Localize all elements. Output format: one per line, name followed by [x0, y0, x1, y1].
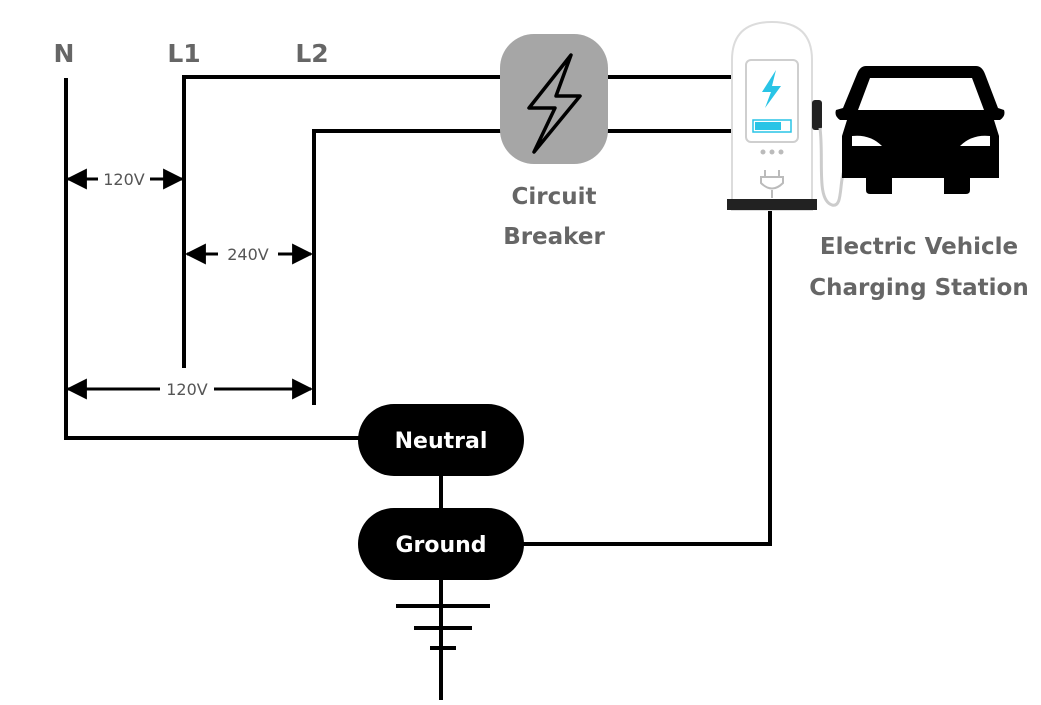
ground-bar: Ground [358, 508, 524, 580]
ground-label: Ground [395, 533, 486, 558]
label-l1: L1 [167, 39, 200, 68]
breaker-label-line1: Circuit [512, 184, 597, 210]
voltage-l1-l2-label: 240V [227, 245, 269, 264]
wire-charger-ground [520, 210, 772, 546]
car-icon [835, 66, 1005, 194]
voltage-l1-l2: 240V [184, 243, 314, 265]
charger-label-line1: Electric Vehicle [820, 234, 1018, 260]
voltage-n-l1-label: 120V [103, 170, 145, 189]
wire-l1 [182, 75, 510, 368]
wire-neutral [64, 78, 362, 440]
neutral-label: Neutral [395, 429, 488, 454]
voltage-n-l1: 120V [65, 168, 185, 190]
lightning-bolt-icon [527, 53, 582, 154]
voltage-n-l2: 120V [65, 378, 314, 400]
label-n: N [54, 39, 75, 68]
earth-ground-icon [396, 604, 490, 650]
wire-l2 [312, 129, 510, 405]
breaker-label-line2: Breaker [503, 224, 605, 250]
circuit-breaker [500, 34, 608, 164]
ev-charger-icon [727, 20, 848, 211]
voltage-n-l2-label: 120V [166, 380, 208, 399]
neutral-bar: Neutral [358, 404, 524, 476]
label-l2: L2 [295, 39, 328, 68]
charger-label-line2: Charging Station [809, 275, 1028, 301]
